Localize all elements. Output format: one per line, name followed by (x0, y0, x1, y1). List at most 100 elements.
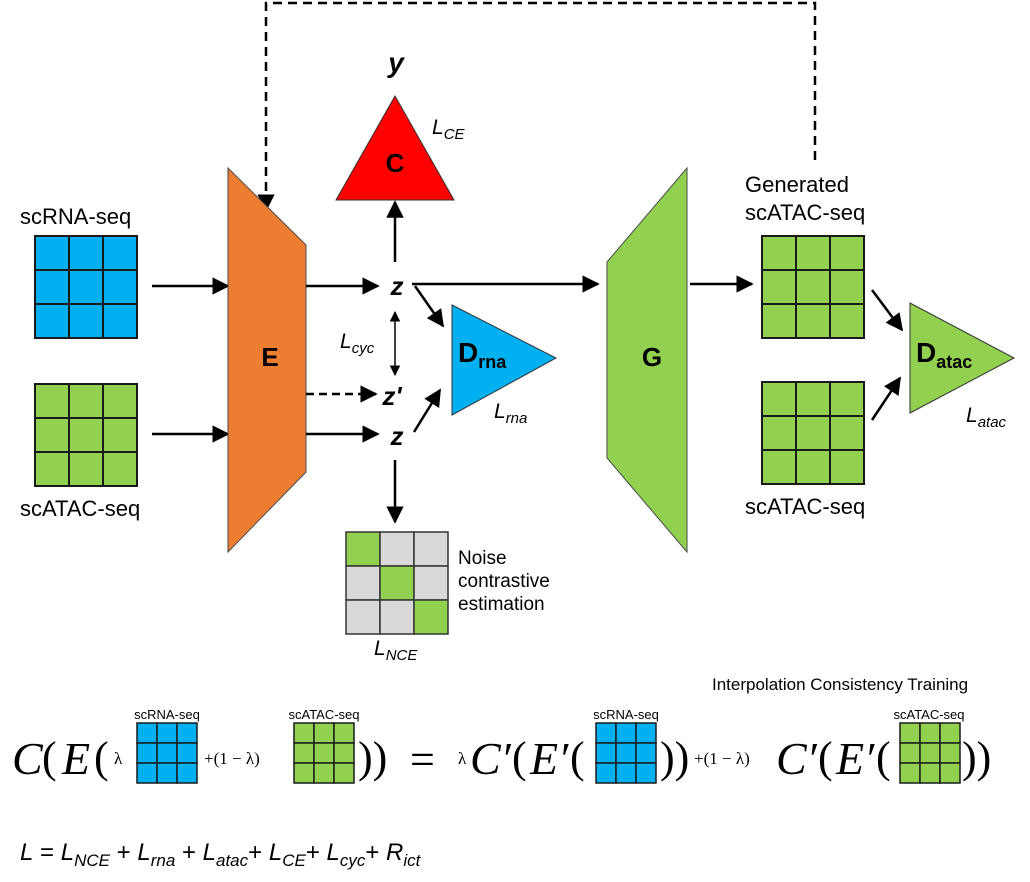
grid-cell (156, 742, 178, 764)
generated-label-line2: scATAC-seq (745, 200, 865, 225)
grid-cell (333, 722, 355, 744)
grid-cell (136, 722, 158, 744)
real-scatac-grid (761, 381, 865, 485)
grid-cell (829, 449, 865, 485)
grid-cell (102, 303, 138, 339)
nce-description-line3: estimation (458, 594, 545, 615)
grid-cell (34, 417, 70, 453)
grid-cell (413, 599, 449, 635)
grid-cell (413, 565, 449, 601)
rna-discriminator-label: Drna (458, 337, 507, 372)
nce-loss-label: LNCE (374, 637, 418, 664)
grid-cell (635, 722, 657, 744)
grid-cell (102, 451, 138, 487)
grid-cell (345, 531, 381, 567)
eq-e-prime-2: E′ (835, 733, 875, 784)
grid-cell (333, 742, 355, 764)
grid-cell (615, 722, 637, 744)
grid-cell (293, 722, 315, 744)
grid-cell (345, 599, 381, 635)
grid-cell (595, 722, 617, 744)
grid-cell (379, 565, 415, 601)
eq-one-minus-lambda-1: +(1 − λ) (204, 749, 260, 768)
atac-discriminator-loss: Latac (966, 404, 1007, 431)
grid-cell (939, 762, 961, 784)
grid-cell (919, 742, 941, 764)
eq-lparen-2: ( (94, 733, 109, 782)
grid-cell (795, 303, 831, 339)
nce-similarity-grid (345, 531, 449, 635)
generated-label-line1: Generated (745, 172, 849, 197)
encoder-block (227, 166, 307, 554)
grid-cell (34, 235, 70, 271)
grid-cell (899, 742, 921, 764)
grid-cell (829, 235, 865, 271)
grid-cell (761, 449, 797, 485)
atac-discriminator-label: Datac (916, 337, 972, 372)
eq-small-scrna-2: scRNA-seq (593, 707, 659, 722)
generated-scatac-grid (761, 235, 865, 339)
grid-cell (156, 722, 178, 744)
grid-cell (102, 235, 138, 271)
ict-equation: C ( E ( λ scRNA-seq +(1 − λ) scATAC-seq … (12, 707, 991, 784)
grid-cell (795, 235, 831, 271)
encoder-label: E (261, 342, 278, 372)
generator-label: G (642, 342, 662, 372)
classifier-loss-label: LCE (432, 116, 466, 143)
grid-cell (615, 742, 637, 764)
eq-close-3: )) (962, 733, 991, 782)
eq-lparen-1: ( (42, 733, 57, 782)
grid-cell (761, 381, 797, 417)
grid-cell (795, 449, 831, 485)
grid-cell (136, 762, 158, 784)
grid-cell (939, 742, 961, 764)
eq-close-1: )) (358, 733, 387, 782)
grid-cell (919, 722, 941, 744)
grid-cell (379, 599, 415, 635)
grid-cell (345, 565, 381, 601)
arrow-generated-to-datac (871, 289, 904, 332)
latent-z-atac: z (390, 421, 404, 451)
grid-cell (68, 269, 104, 305)
grid-cell (293, 742, 315, 764)
eq-one-minus-lambda-2: +(1 − λ) (694, 749, 750, 768)
grid-cell (761, 235, 797, 271)
grid-cell (615, 762, 637, 784)
grid-cell (176, 722, 198, 744)
eq-lambda-2: λ (458, 749, 467, 768)
grid-cell (795, 269, 831, 305)
grid-cell (313, 722, 335, 744)
equation-grids (136, 722, 961, 784)
grid-cell (68, 235, 104, 271)
eq-lparen-5: ( (818, 733, 833, 782)
grid-cell (156, 762, 178, 784)
eq-c-prime-1: C′ (470, 733, 512, 784)
grid-cell (919, 762, 941, 784)
eq-lparen-6: ( (876, 733, 891, 782)
nce-description-line1: Noise (458, 548, 507, 569)
grid-cell (413, 531, 449, 567)
grid-cell (379, 531, 415, 567)
cycle-loss-label: Lcyc (340, 330, 375, 357)
eq-small-scrna-1: scRNA-seq (134, 707, 200, 722)
arrow-z-to-drna (413, 285, 445, 328)
grid-cell (136, 742, 158, 764)
eq-c: C (12, 733, 44, 784)
eq-e-prime-1: E′ (529, 733, 569, 784)
grid-cell (899, 722, 921, 744)
classifier-block (335, 94, 455, 201)
grid-cell (68, 303, 104, 339)
ict-title: Interpolation Consistency Training (712, 675, 968, 694)
grid-cell (761, 269, 797, 305)
real-scatac-label: scATAC-seq (745, 494, 865, 519)
grid-cell (829, 303, 865, 339)
grid-cell (176, 742, 198, 764)
scatac-input-label: scATAC-seq (20, 496, 140, 521)
latent-z-prime: z' (381, 381, 402, 411)
eq-close-2: )) (660, 733, 689, 782)
generator-block (606, 166, 688, 554)
rna-discriminator-block (451, 304, 558, 416)
grid-cell (635, 742, 657, 764)
eq-equals: = (410, 735, 435, 784)
